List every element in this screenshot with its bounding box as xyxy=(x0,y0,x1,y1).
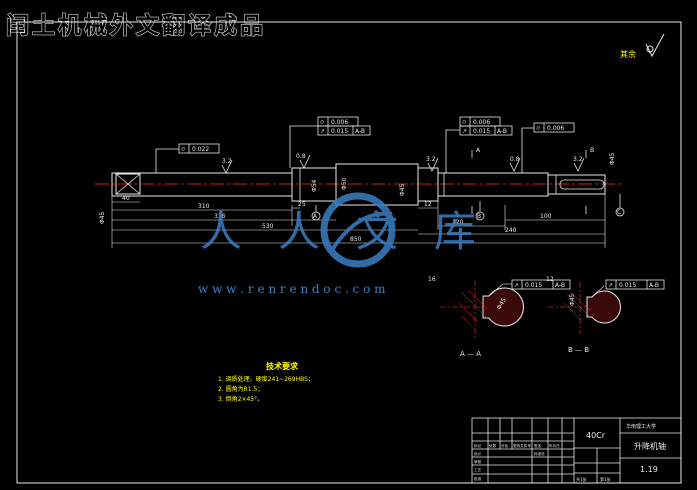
svg-text:⌭: ⌭ xyxy=(536,125,541,132)
tb-role-labels: 设计 审核 工艺 批准 标准化 xyxy=(474,451,545,481)
svg-text:Φ45: Φ45 xyxy=(399,183,406,196)
gdt-frame-3: ⌭ 0.006 ↗ 0.015 A-B xyxy=(445,116,513,173)
section-bb-keyway: 12 xyxy=(546,276,554,283)
section-bb-label: B — B xyxy=(568,346,589,354)
svg-text:12: 12 xyxy=(424,201,432,208)
section-cut-markers xyxy=(471,150,587,214)
title-block xyxy=(471,417,682,484)
rest-finish-circle xyxy=(646,45,654,53)
tb-sheet-no: 第1张 xyxy=(600,476,611,482)
section-aa-label: A — A xyxy=(460,350,481,358)
tech-req-item-3: 3. 倒角2×45°。 xyxy=(218,395,263,403)
tech-req-title: 技术要求 xyxy=(266,361,299,371)
left-keyway-box xyxy=(115,173,141,195)
svg-text:0.006: 0.006 xyxy=(473,119,490,126)
svg-text:0.022: 0.022 xyxy=(192,146,209,153)
svg-text:Φ54: Φ54 xyxy=(311,179,318,192)
svg-text:25: 25 xyxy=(298,201,306,208)
section-bb-depth: Φ45 xyxy=(569,293,576,306)
svg-text:A-B: A-B xyxy=(649,282,659,289)
svg-text:↗: ↗ xyxy=(608,282,613,289)
svg-text:⌭: ⌭ xyxy=(462,119,467,126)
tb-material: 40Cr xyxy=(586,431,606,440)
svg-text:↗: ↗ xyxy=(514,282,519,289)
gdt-frame-4: ⌭ 0.006 xyxy=(521,122,575,173)
svg-text:530: 530 xyxy=(262,223,274,230)
svg-text:Φ45: Φ45 xyxy=(99,211,106,224)
dimension-lines xyxy=(111,194,606,248)
svg-text:签名: 签名 xyxy=(534,443,542,448)
svg-text:40: 40 xyxy=(122,195,130,202)
svg-text:更改文件号: 更改文件号 xyxy=(513,443,531,448)
watermark-logo: 人人文库 xyxy=(200,192,512,268)
svg-text:↗: ↗ xyxy=(320,128,325,135)
svg-text:批准: 批准 xyxy=(474,476,482,481)
left-keyway-cross xyxy=(115,173,141,195)
dimension-values: 40 310 336 530 850 25 12 320 240 100 xyxy=(122,195,552,243)
right-keyway-slot xyxy=(559,179,605,190)
svg-text:审核: 审核 xyxy=(474,459,482,464)
banner-title: 闰土机械外文翻译成品 xyxy=(5,12,266,39)
svg-text:0.015: 0.015 xyxy=(619,282,636,289)
tb-school: 华南理工大学 xyxy=(626,423,656,430)
roughness-5-value: 3.2 xyxy=(573,156,583,163)
svg-text:240: 240 xyxy=(505,227,517,234)
svg-text:⌭: ⌭ xyxy=(181,146,186,153)
drawing-border xyxy=(16,21,682,484)
tb-part-name: 升降机轴 xyxy=(634,441,666,451)
tb-row-labels: 标记 处数 分区 更改文件号 签名 年月日 xyxy=(474,443,560,448)
svg-text:850: 850 xyxy=(350,236,362,243)
svg-text:0.006: 0.006 xyxy=(331,119,348,126)
svg-text:0.015: 0.015 xyxy=(525,282,542,289)
svg-text:100: 100 xyxy=(540,213,552,220)
gdt-frame-2: ⌭ 0.006 ↗ 0.015 A-B xyxy=(289,116,371,168)
datum-markers xyxy=(311,194,625,221)
svg-text:↗: ↗ xyxy=(462,128,467,135)
roughness-marks xyxy=(221,154,585,174)
svg-text:标准化: 标准化 xyxy=(534,451,545,456)
roughness-4-value: 0.8 xyxy=(510,156,520,163)
roughness-1-value: 3.2 xyxy=(222,158,232,165)
datum-b: B xyxy=(477,213,481,220)
svg-text:0.015: 0.015 xyxy=(331,128,348,135)
cut-b-label: B xyxy=(590,147,594,154)
svg-text:A-B: A-B xyxy=(497,128,507,135)
svg-text:0.015: 0.015 xyxy=(473,128,490,135)
svg-text:标记: 标记 xyxy=(474,443,482,448)
svg-text:A-B: A-B xyxy=(555,282,565,289)
svg-text:310: 310 xyxy=(198,203,210,210)
rest-finish-symbol xyxy=(645,33,665,58)
svg-text:0.006: 0.006 xyxy=(547,125,564,132)
svg-text:Φ45: Φ45 xyxy=(609,152,616,165)
datum-c: C xyxy=(617,209,621,216)
roughness-2-value: 0.8 xyxy=(296,153,306,160)
tech-req-item-2: 2. 圆角为R1.5； xyxy=(218,385,263,393)
svg-text:设计: 设计 xyxy=(474,451,482,456)
diameter-labels: Φ45 Φ54 Φ50 Φ45 Φ45 xyxy=(99,152,616,224)
rest-finish-label: 其余 xyxy=(620,49,636,59)
svg-text:处数: 处数 xyxy=(489,443,497,448)
cut-a-label: A xyxy=(476,147,481,154)
section-aa: ↗ 0.015 A-B xyxy=(440,279,571,338)
watermark-logo-text: 人人文库 xyxy=(200,207,512,256)
watermark-url: w w w . r e n r e n d o c . c o m xyxy=(198,282,386,296)
datum-a: A xyxy=(313,213,318,220)
svg-text:分区: 分区 xyxy=(501,443,509,448)
svg-text:A-B: A-B xyxy=(355,128,365,135)
svg-text:320: 320 xyxy=(452,219,464,226)
svg-text:年月日: 年月日 xyxy=(549,443,560,448)
roughness-3-value: 3.2 xyxy=(426,156,436,163)
gdt-frame-1: ⌭ 0.022 xyxy=(155,143,220,173)
svg-text:⌭: ⌭ xyxy=(320,119,325,126)
section-aa-keyway: 16 xyxy=(428,276,436,283)
tb-scale: 1.19 xyxy=(640,465,658,474)
svg-text:Φ50: Φ50 xyxy=(341,177,348,190)
tech-req-item-1: 1. 调质处理，硬度241~269HBS； xyxy=(218,375,314,383)
svg-text:336: 336 xyxy=(214,213,226,220)
tb-sheet-total: 共1张 xyxy=(576,476,587,482)
section-bb: ↗ 0.015 A-B xyxy=(548,279,665,334)
svg-text:工艺: 工艺 xyxy=(474,467,482,472)
